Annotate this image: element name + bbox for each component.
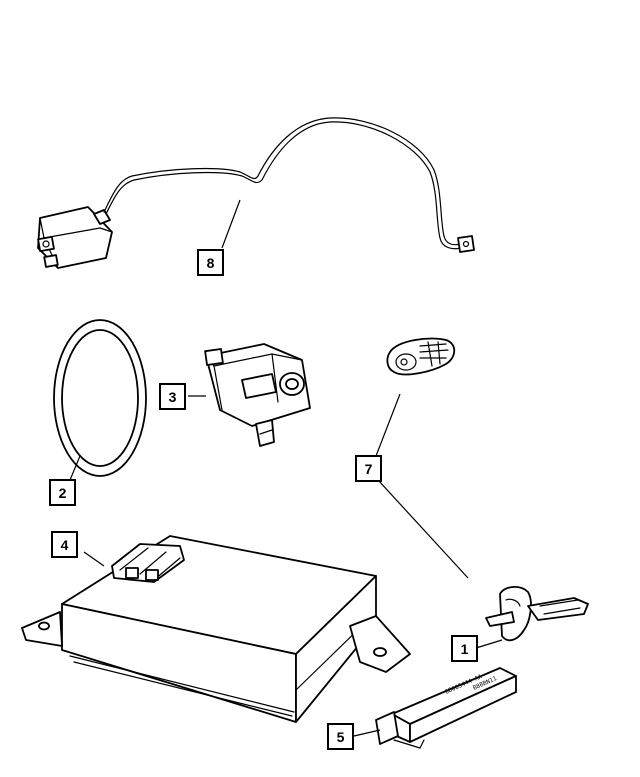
callout-4[interactable]: 4 (51, 531, 78, 558)
callout-8[interactable]: 8 (197, 249, 224, 276)
callout-3[interactable]: 3 (159, 383, 186, 410)
callout-2-label: 2 (59, 485, 67, 501)
callout-1-label: 1 (461, 641, 469, 657)
key-fob (386, 337, 456, 376)
antenna-module (37, 206, 113, 269)
callout-4-label: 4 (61, 537, 69, 553)
antenna-cable-assembly (37, 117, 475, 269)
callout-5[interactable]: 5 (327, 723, 354, 750)
antenna-cable (103, 117, 463, 246)
antenna-connector (457, 235, 475, 253)
control-module (21, 535, 411, 723)
callout-7[interactable]: 7 (355, 455, 382, 482)
callout-leader-7b (377, 479, 469, 579)
ignition-key (485, 586, 589, 642)
callout-leader-1 (475, 639, 503, 649)
callout-leader-8 (221, 199, 241, 249)
ignition-switch-module (204, 343, 311, 447)
callout-2[interactable]: 2 (49, 479, 76, 506)
callout-1[interactable]: 1 (451, 635, 478, 662)
callout-5-label: 5 (337, 729, 345, 745)
receiver-module: 68005444 AA B8BBN11 (375, 667, 517, 749)
callout-leader-4 (83, 551, 105, 567)
callout-8-label: 8 (207, 255, 215, 271)
callout-leader-7a (375, 393, 401, 457)
callout-3-label: 3 (169, 389, 177, 405)
callout-7-label: 7 (365, 461, 373, 477)
ignition-halo-ring (53, 319, 147, 477)
callout-leader-2 (69, 455, 81, 481)
callout-leader-5 (353, 729, 381, 737)
